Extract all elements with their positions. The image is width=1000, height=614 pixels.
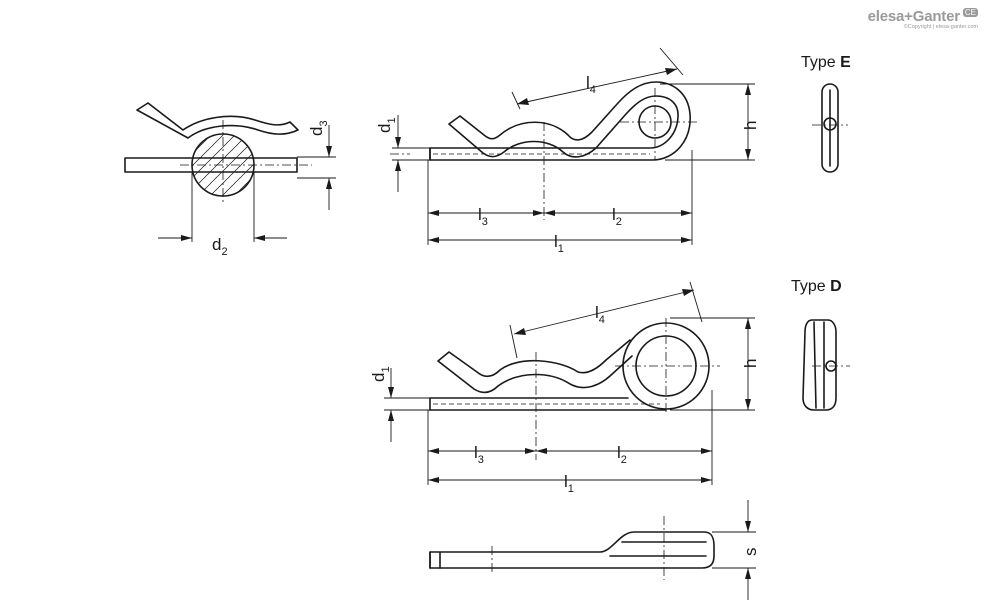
- brand-badge: CE: [962, 8, 978, 17]
- label-d1-d: d1: [369, 366, 392, 382]
- straight-leg-section: [124, 157, 298, 173]
- pin-hatching: [192, 134, 254, 196]
- type-e-clip-outline: [429, 81, 691, 161]
- label-l2-e: l2: [612, 205, 622, 228]
- label-l1-e: l1: [554, 232, 564, 255]
- top-view: s: [429, 500, 760, 600]
- type-d-side-outline: [802, 319, 837, 411]
- section-view: d2 d3: [124, 102, 336, 258]
- label-h-e: h: [741, 121, 760, 130]
- label-h-d: h: [741, 359, 760, 368]
- label-d2: d2: [212, 235, 228, 258]
- pin-section: [191, 133, 255, 197]
- type-e-side-view: Type E: [801, 54, 851, 173]
- label-l3-d: l3: [474, 443, 484, 466]
- label-s: s: [741, 548, 760, 557]
- label-d3: d3: [307, 120, 330, 136]
- type-d-label: Type D: [791, 278, 842, 295]
- type-e-label: Type E: [801, 54, 851, 71]
- label-l3-e: l3: [478, 205, 488, 228]
- type-e-front-view: d1 h l4 l3 l2 l1: [375, 47, 760, 255]
- label-l4-e: l4: [586, 73, 596, 96]
- label-d1-e: d1: [375, 117, 398, 133]
- top-view-outline: [429, 531, 715, 569]
- label-l2-d: l2: [617, 443, 627, 466]
- bent-leg-section: [136, 102, 299, 139]
- type-d-side-view: Type D: [791, 278, 850, 411]
- label-l1-d: l1: [564, 472, 574, 495]
- brand-logo-text: elesa+Ganter: [867, 8, 960, 25]
- type-e-side-outline: [821, 83, 839, 173]
- brand-copyright: ©Copyright | elesa-ganter.com: [903, 24, 978, 30]
- type-d-front-view: d1 h l4 l3 l2 l1: [369, 281, 760, 495]
- label-l4-d: l4: [595, 303, 605, 326]
- type-d-clip-outline: [429, 339, 667, 411]
- type-e-side-pin: [823, 117, 837, 131]
